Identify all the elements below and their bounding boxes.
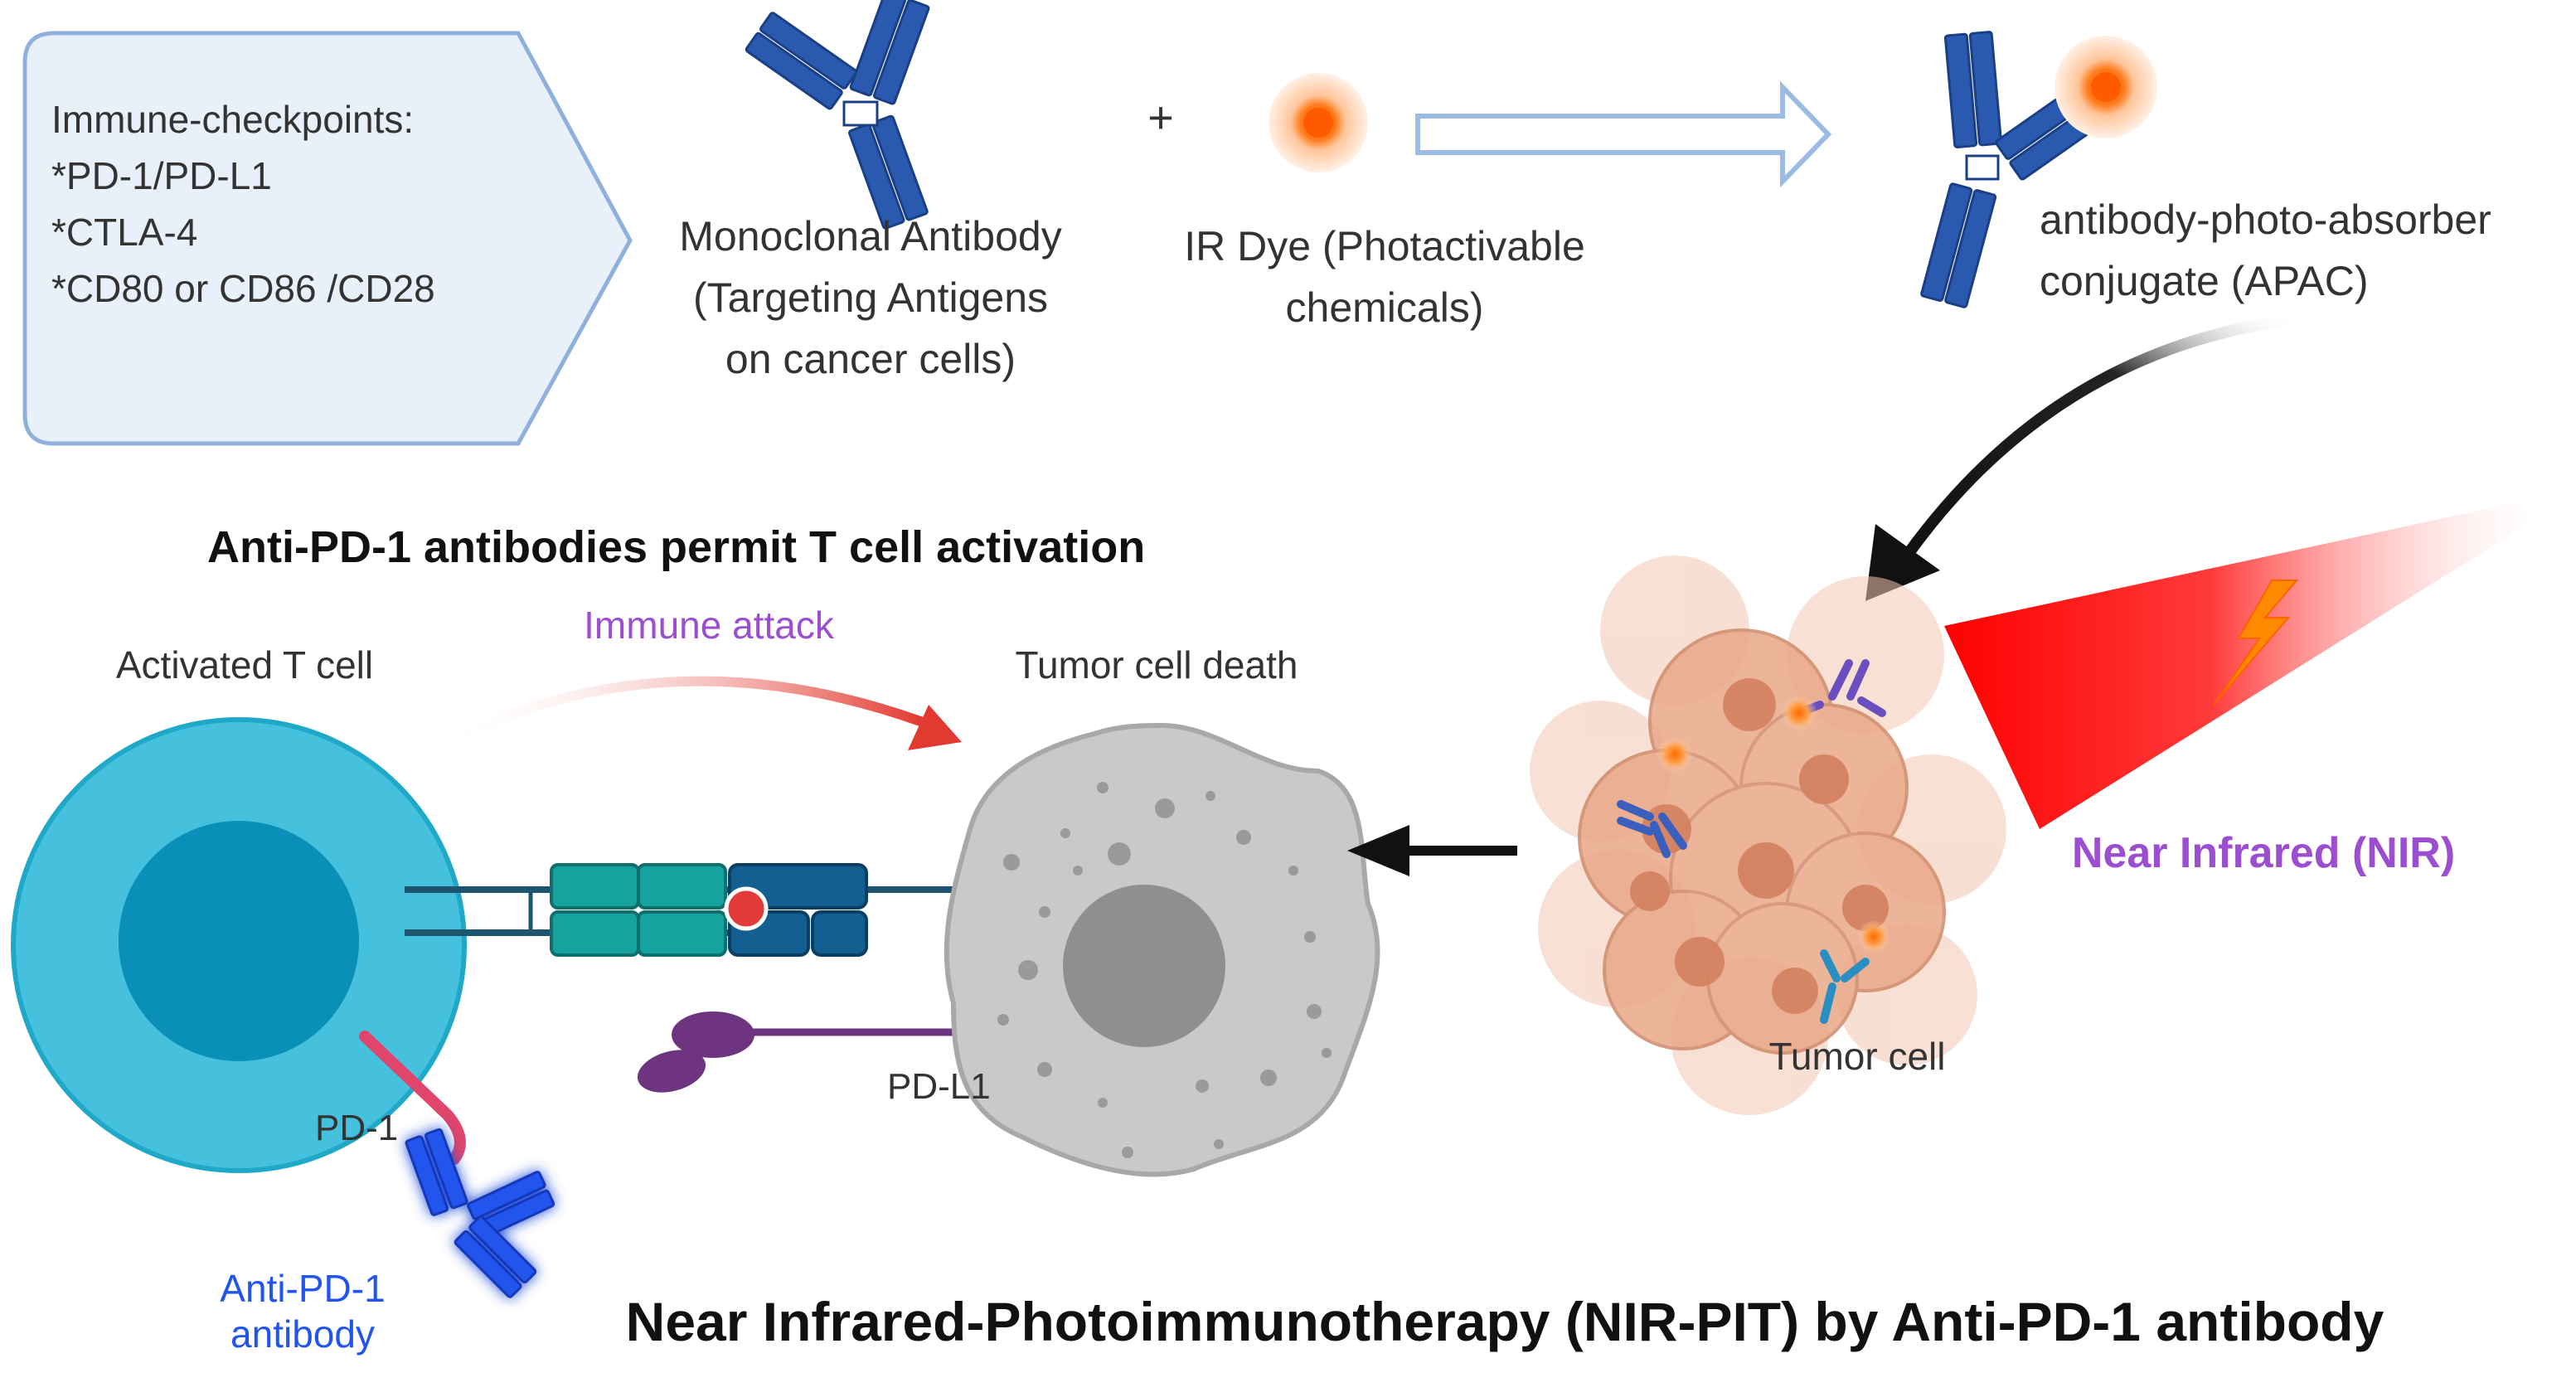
receptor-complex (405, 863, 987, 957)
activated-t-cell-label: Activated T cell (116, 643, 373, 686)
immune-attack-arrowhead (908, 705, 962, 750)
immune-attack-arrow (434, 676, 925, 751)
pd1-receptor (359, 1031, 466, 1165)
immune-attack-label: Immune attack (584, 604, 835, 647)
arrow-head (1347, 825, 1409, 876)
checkpoint-title: Immune-checkpoints: (51, 98, 414, 141)
anti-pd1-label-line: antibody (230, 1312, 375, 1356)
nir-label: Near Infrared (NIR) (2072, 829, 2455, 877)
checkpoint-item: *PD-1/PD-L1 (51, 154, 272, 197)
antibody-label-line: on cancer cells) (725, 336, 1016, 382)
anti-pd1-antibody-icon (405, 1128, 555, 1298)
monoclonal-antibody-icon (745, 0, 930, 230)
antibody-label-line: (Targeting Antigens (693, 274, 1048, 321)
plus-sign: + (1147, 93, 1174, 143)
antigen-dot (724, 886, 769, 931)
tumor-cell-death-label: Tumor cell death (1016, 643, 1298, 686)
pd1-label: PD-1 (315, 1108, 398, 1148)
pdl1-ligand (637, 1011, 991, 1093)
section-title: Anti-PD-1 antibodies permit T cell activ… (207, 522, 1145, 572)
apac-label-line: conjugate (APAC) (2040, 258, 2368, 304)
checkpoint-callout: Immune-checkpoints: *PD-1/PD-L1 *CTLA-4 … (22, 31, 633, 446)
checkpoint-item: *CD80 or CD86 /CD28 (51, 267, 435, 310)
anti-pd1-label-line: Anti-PD-1 (220, 1267, 385, 1310)
apac-label-line: antibody-photo-absorber (2040, 196, 2491, 243)
main-title: Near Infrared-Photoimmunotherapy (NIR-PI… (626, 1291, 2384, 1352)
tumor-cell-cluster (1530, 555, 2006, 1115)
lightning-icon (2213, 580, 2299, 706)
pdl1-label: PD-L1 (887, 1066, 991, 1107)
checkpoint-item: *CTLA-4 (51, 211, 197, 254)
antibody-label-line: Monoclonal Antibody (679, 213, 1061, 260)
tumor-debris (997, 782, 1332, 1158)
apac-dye-core (2091, 72, 2121, 102)
tumor-cell-label: Tumor cell (1769, 1035, 1946, 1078)
process-arrow (1415, 80, 1832, 188)
dye-label-line: IR Dye (Photactivable (1184, 223, 1585, 269)
callout-shape (22, 31, 633, 446)
t-cell-nucleus (119, 821, 359, 1061)
dye-label-line: chemicals) (1286, 284, 1484, 331)
tumor-dying-nucleus (1063, 885, 1225, 1047)
apac-to-tumor-arrow (1901, 313, 2302, 561)
ir-dye-core (1303, 108, 1333, 138)
